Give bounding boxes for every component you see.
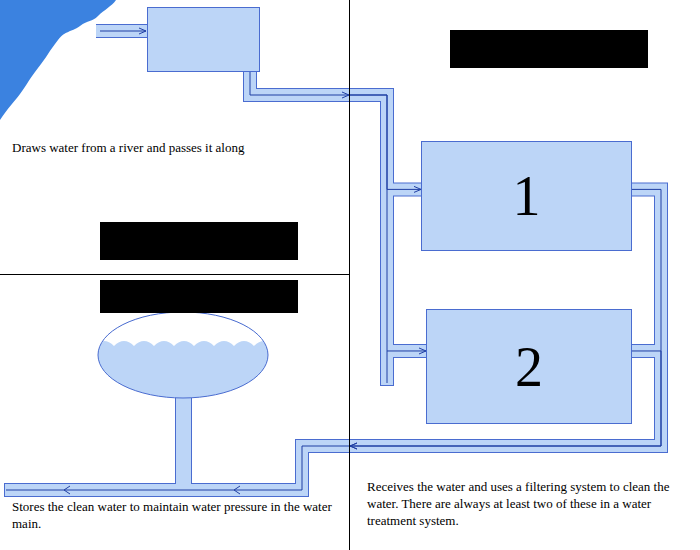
intake-pipe <box>96 25 148 37</box>
box-number: 2 <box>515 339 543 395</box>
flow-arrow <box>64 486 70 494</box>
flow-arrow <box>234 486 240 494</box>
flow-lines <box>6 31 661 494</box>
tank-outline <box>98 312 268 398</box>
treatment-box: 1 <box>421 141 632 251</box>
pipe-casing <box>350 95 426 351</box>
flow-connector <box>350 95 426 351</box>
tower-stem <box>175 390 192 490</box>
flow-connector <box>350 95 421 189</box>
stage-panel: Receives the water and uses a filtering … <box>349 0 700 550</box>
stage-panel: Stores the clean water to maintain water… <box>0 275 350 550</box>
panel-description: Stores the clean water to maintain water… <box>12 498 337 532</box>
pipe-casing <box>4 31 661 490</box>
intake-box <box>148 8 260 72</box>
pipe-water <box>5 31 661 490</box>
redaction-bar <box>100 280 298 313</box>
box-number: 1 <box>513 168 541 224</box>
flow-line <box>250 72 349 95</box>
water-tower <box>92 300 274 398</box>
panel-description: Receives the water and uses a filtering … <box>367 478 692 529</box>
pipe-water <box>350 95 426 351</box>
river <box>0 0 116 120</box>
flow-line <box>6 446 350 490</box>
panel-description: Draws water from a river and passes it a… <box>12 139 342 156</box>
treatment-box: 2 <box>426 309 632 424</box>
intake-pipe <box>250 71 350 95</box>
stage-panel: Draws water from a river and passes it a… <box>0 0 350 275</box>
redaction-bar <box>100 222 298 260</box>
flow-line <box>100 31 146 32</box>
tower-stem <box>176 390 191 489</box>
redaction-bar <box>450 30 648 68</box>
intake-pipe <box>96 24 148 38</box>
flow-line <box>387 351 388 383</box>
intake-pipe <box>250 70 350 95</box>
